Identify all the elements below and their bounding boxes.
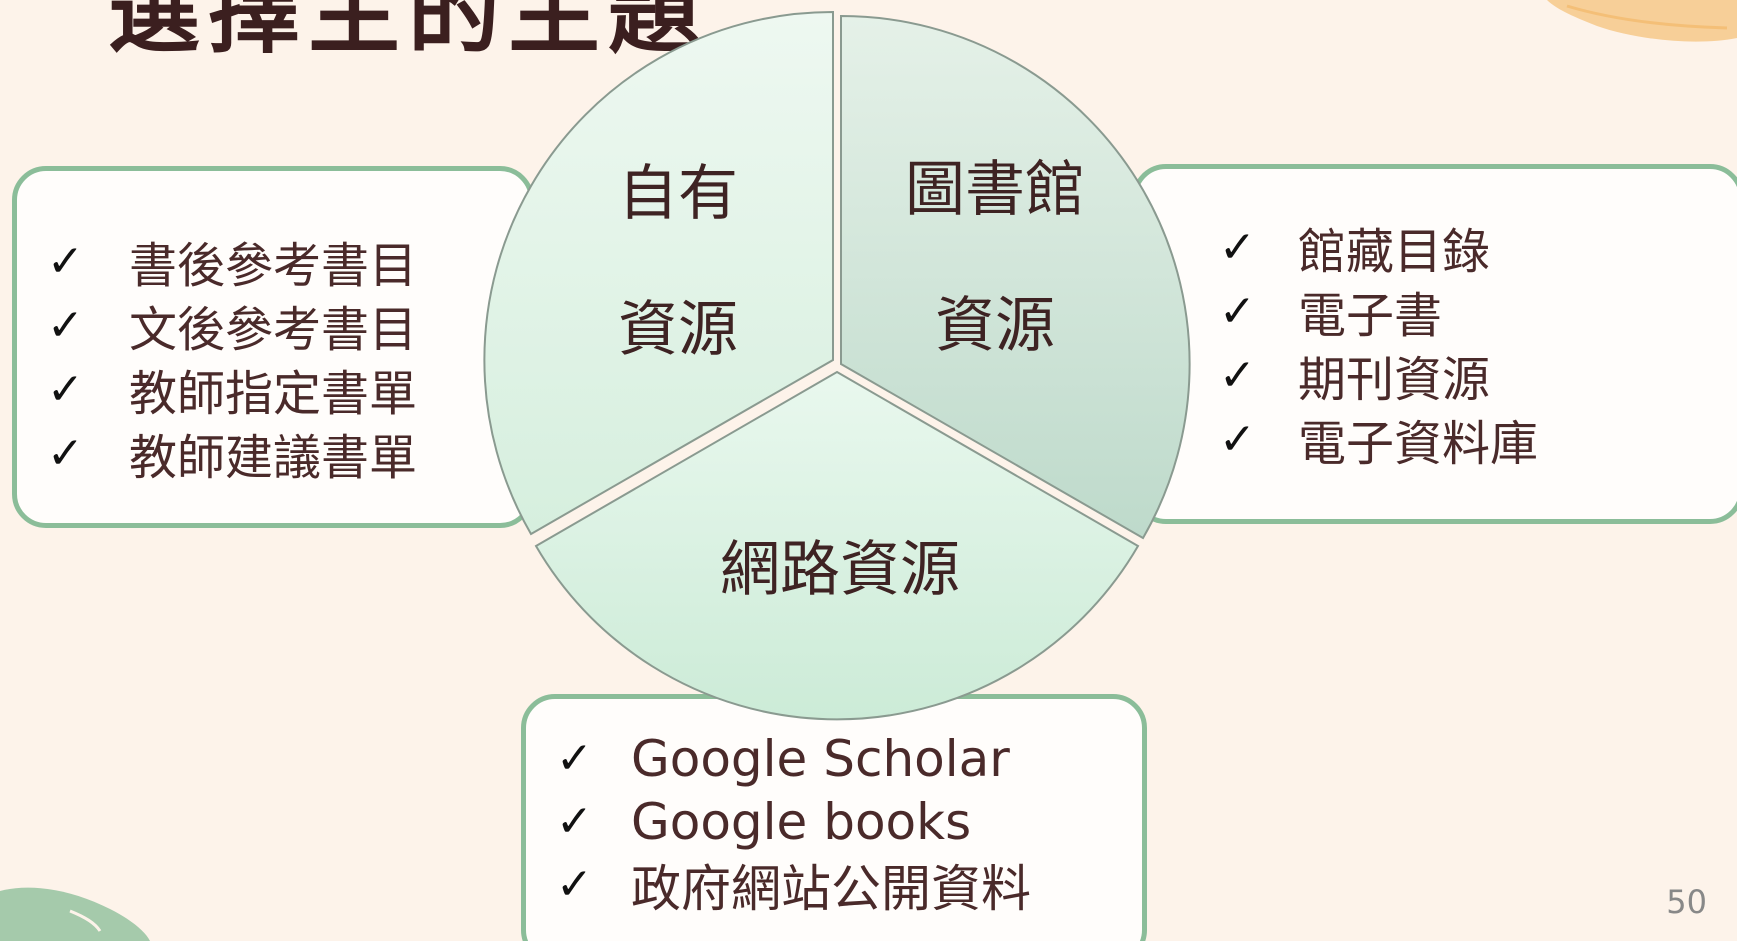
- checkmark-icon: ✓: [47, 235, 84, 287]
- list-item-text: 期刊資源: [1298, 352, 1491, 408]
- list-item-text: 政府網站公開資料: [631, 859, 1031, 918]
- list-item: ✓ 文後參考書目: [47, 293, 418, 359]
- checkmark-icon: ✓: [1219, 413, 1256, 465]
- own-resources-label-line2: 資源: [618, 295, 738, 365]
- pie-segment-web-resources: [534, 370, 1140, 721]
- web-resources-box: ✓ Google Scholar ✓ Google books ✓ 政府網站公開…: [521, 694, 1147, 941]
- checkmark-icon: ✓: [47, 363, 84, 415]
- library-resources-label-line2: 資源: [935, 291, 1055, 361]
- slide-title: 選擇主的主題: [108, 0, 709, 66]
- checkmark-icon: ✓: [556, 733, 593, 784]
- library-resources-label-line1: 圖書館: [905, 155, 1085, 225]
- own-resources-list: ✓ 書後參考書目 ✓ 文後參考書目 ✓ 教師指定書單 ✓ 教師建議書單: [47, 229, 418, 487]
- bottom-left-brush-decoration: [0, 887, 150, 941]
- list-item-text: 書後參考書目: [129, 238, 418, 294]
- pie-segment-library-resources: [840, 14, 1191, 540]
- list-item-text: 電子資料庫: [1298, 416, 1539, 472]
- list-item: ✓ Google Scholar: [556, 727, 1031, 790]
- checkmark-icon: ✓: [1219, 285, 1256, 337]
- library-resources-list: ✓ 館藏目錄 ✓ 電子書 ✓ 期刊資源 ✓ 電子資料庫: [1219, 215, 1539, 473]
- list-item-text: 教師建議書單: [129, 430, 418, 486]
- list-item: ✓ 期刊資源: [1219, 343, 1538, 409]
- list-item-text: 電子書: [1298, 288, 1443, 344]
- list-item: ✓ 教師指定書單: [47, 357, 418, 423]
- list-item-text: 館藏目錄: [1298, 224, 1491, 280]
- checkmark-icon: ✓: [1219, 349, 1256, 401]
- checkmark-icon: ✓: [47, 427, 84, 479]
- checkmark-icon: ✓: [1219, 221, 1256, 273]
- top-right-brush-decoration: [1547, 0, 1737, 42]
- list-item: ✓ 書後參考書目: [47, 229, 418, 295]
- pie-segment-own-resources: [483, 10, 834, 536]
- list-item: ✓ 館藏目錄: [1219, 215, 1538, 281]
- list-item: ✓ 電子資料庫: [1219, 407, 1539, 473]
- checkmark-icon: ✓: [556, 859, 593, 910]
- library-resources-box: ✓ 館藏目錄 ✓ 電子書 ✓ 期刊資源 ✓ 電子資料庫: [1132, 164, 1737, 524]
- page-number: 50: [1666, 883, 1707, 921]
- list-item: ✓ 教師建議書單: [47, 421, 418, 487]
- list-item: ✓ 政府網站公開資料: [556, 853, 1031, 918]
- list-item: ✓ Google books: [556, 790, 1031, 853]
- web-resources-list: ✓ Google Scholar ✓ Google books ✓ 政府網站公開…: [556, 727, 1031, 918]
- own-resources-label-line1: 自有: [618, 159, 738, 229]
- list-item-text: 教師指定書單: [129, 366, 418, 422]
- list-item-text: 文後參考書目: [129, 302, 418, 358]
- list-item-text: Google Scholar: [631, 729, 1010, 788]
- list-item-text: Google books: [631, 792, 972, 851]
- list-item: ✓ 電子書: [1219, 279, 1538, 345]
- web-resources-label: 網路資源: [720, 535, 960, 605]
- checkmark-icon: ✓: [47, 299, 84, 351]
- checkmark-icon: ✓: [556, 796, 593, 847]
